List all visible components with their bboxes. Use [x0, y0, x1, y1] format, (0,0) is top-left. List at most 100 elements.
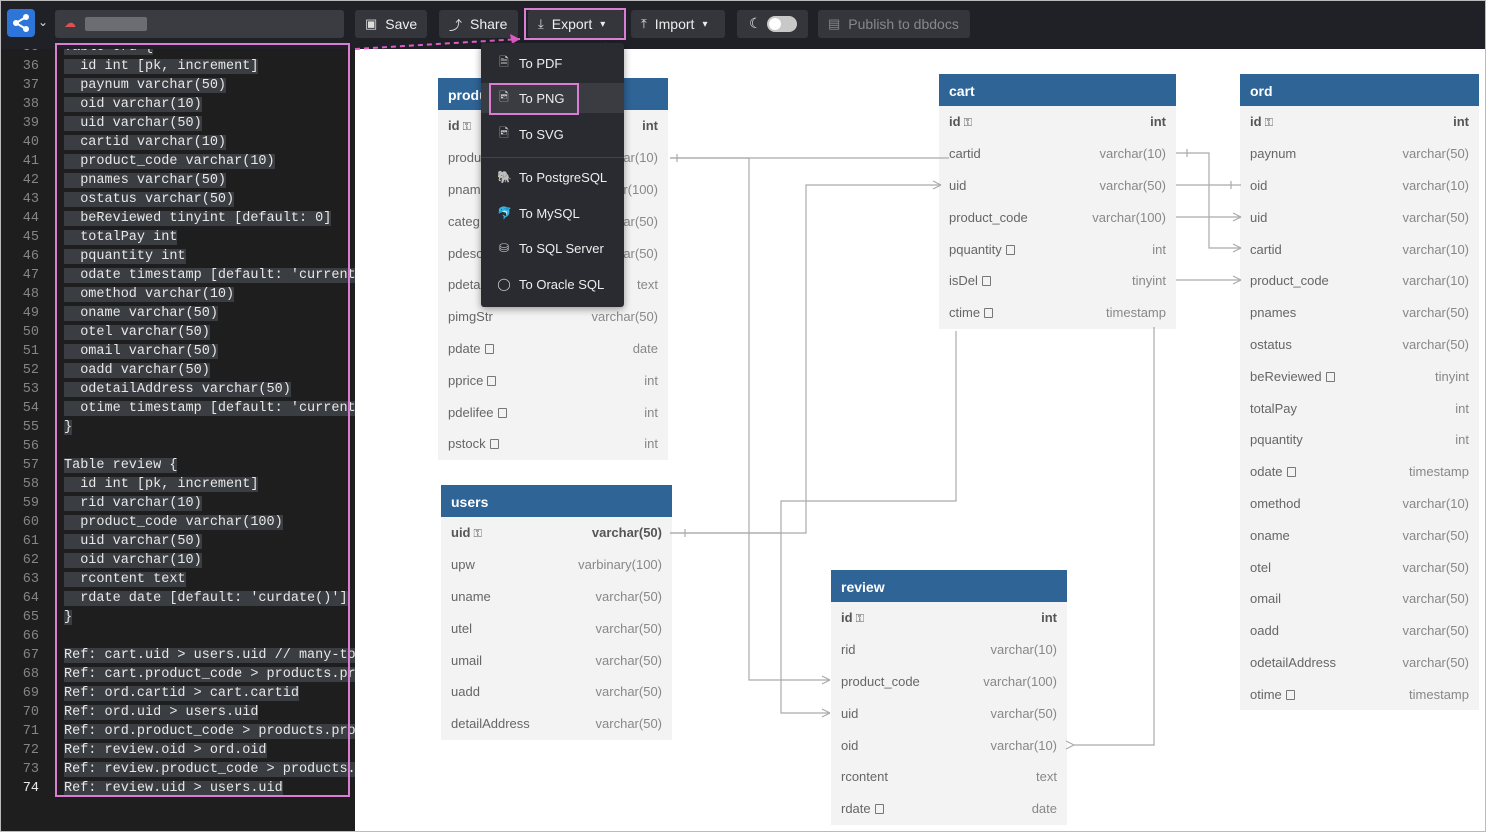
code-line[interactable]: 54 otime timestamp [default: 'current_ [1, 401, 355, 420]
table-header[interactable]: users [441, 485, 672, 517]
code-line[interactable]: 51 omail varchar(50) [1, 344, 355, 363]
code-line[interactable]: 56 [1, 439, 355, 458]
code-line[interactable]: 44 beReviewed tinyint [default: 0] [1, 211, 355, 230]
code-line[interactable]: 50 otel varchar(50) [1, 325, 355, 344]
export-button[interactable]: ⤓Export▾ [528, 10, 624, 38]
code-line[interactable]: 65} [1, 610, 355, 629]
code-line[interactable]: 66 [1, 629, 355, 648]
code-line[interactable]: 52 oadd varchar(50) [1, 363, 355, 382]
code-line[interactable]: 58 id int [pk, increment] [1, 477, 355, 496]
share-button[interactable]: ⤴Share [439, 10, 518, 38]
table-header[interactable]: ord [1240, 74, 1479, 106]
code-line[interactable]: 48 omethod varchar(10) [1, 287, 355, 306]
code-line[interactable]: 53 odetailAddress varchar(50) [1, 382, 355, 401]
menu-item-to-postgresql[interactable]: 🐘To PostgreSQL [481, 162, 624, 192]
code-line[interactable]: 41 product_code varchar(10) [1, 154, 355, 173]
code-line[interactable]: 39 uid varchar(50) [1, 116, 355, 135]
save-button[interactable]: ▣Save [355, 10, 427, 38]
menu-item-to-oracle-sql[interactable]: ◯To Oracle SQL [481, 269, 624, 299]
table-header[interactable]: review [831, 570, 1067, 602]
chevron-down-icon[interactable]: ⌄ [38, 15, 49, 29]
menu-item-to-svg[interactable]: 🖻To SVG [481, 119, 624, 149]
code-line[interactable]: 40 cartid varchar(10) [1, 135, 355, 154]
dark-mode-toggle[interactable]: ☾ [737, 10, 808, 38]
code-line[interactable]: 45 totalPay int [1, 230, 355, 249]
code-line[interactable]: 60 product_code varchar(100) [1, 515, 355, 534]
table-column-row[interactable]: uid⚿varchar(50) [441, 517, 672, 549]
share-logo-icon[interactable] [7, 9, 35, 37]
table-column-row[interactable]: id⚿int [1240, 106, 1479, 138]
code-line[interactable]: 46 pquantity int [1, 249, 355, 268]
code-line[interactable]: 43 ostatus varchar(50) [1, 192, 355, 211]
menu-item-to-sql-server[interactable]: ⛁To SQL Server [481, 233, 624, 263]
menu-item-to-mysql[interactable]: 🐬To MySQL [481, 198, 624, 228]
code-line[interactable]: 36 id int [pk, increment] [1, 59, 355, 78]
code-line[interactable]: 38 oid varchar(10) [1, 97, 355, 116]
publish-dbdocs-button[interactable]: ▤Publish to dbdocs [818, 10, 970, 38]
code-line[interactable]: 47 odate timestamp [default: 'current_ [1, 268, 355, 287]
diagram-title-input[interactable]: ☁ [55, 10, 344, 38]
menu-item-to-pdf[interactable]: 🗎To PDF [481, 48, 624, 78]
code-line[interactable]: 42 pnames varchar(50) [1, 173, 355, 192]
code-line[interactable]: 64 rdate date [default: 'curdate()'] [1, 591, 355, 610]
code-line[interactable]: 49 oname varchar(50) [1, 306, 355, 325]
table-column-row[interactable]: id⚿int [438, 110, 668, 142]
table-column-row[interactable]: id⚿int [831, 602, 1067, 634]
table-header[interactable]: cart [939, 74, 1176, 106]
code-line[interactable]: 37 paynum varchar(50) [1, 78, 355, 97]
code-line[interactable]: 63 rcontent text [1, 572, 355, 591]
code-line[interactable]: 59 rid varchar(10) [1, 496, 355, 515]
code-line[interactable]: 61 uid varchar(50) [1, 534, 355, 553]
code-line[interactable]: 62 oid varchar(10) [1, 553, 355, 572]
